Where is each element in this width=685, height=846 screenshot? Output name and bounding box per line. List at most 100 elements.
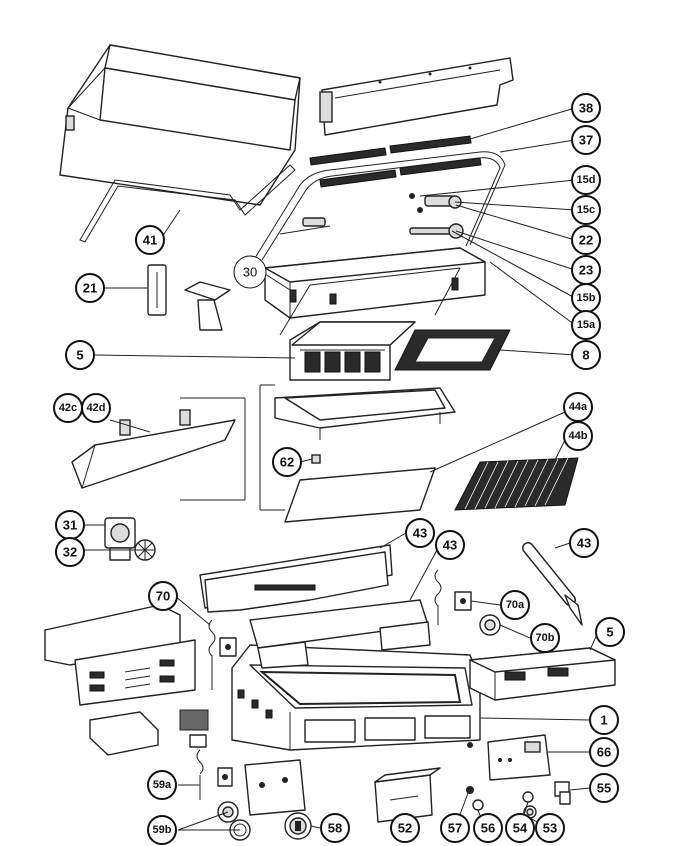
svg-text:52: 52 [398, 821, 412, 836]
svg-text:70a: 70a [506, 599, 525, 611]
svg-text:21: 21 [83, 281, 97, 296]
svg-text:31: 31 [63, 518, 77, 533]
callout-15a: 15a [571, 310, 601, 340]
svg-text:41: 41 [143, 233, 157, 248]
svg-text:32: 32 [63, 545, 77, 560]
callout-70b: 70b [530, 623, 560, 653]
callout-53: 53 [535, 813, 565, 843]
svg-text:59a: 59a [153, 779, 172, 791]
small-fittings [466, 781, 571, 819]
svg-text:56: 56 [481, 821, 495, 836]
svg-text:58: 58 [328, 821, 342, 836]
callout-54: 54 [505, 813, 535, 843]
svg-text:15a: 15a [577, 319, 596, 331]
callout-58: 58 [320, 813, 350, 843]
insulation-block-and-mesh [89, 709, 209, 756]
heat-shield-strips [309, 135, 482, 188]
hood-lid [59, 44, 301, 206]
callout-41: 41 [135, 225, 165, 255]
callout-15c: 15c [571, 195, 601, 225]
upper-center-bracket [249, 599, 431, 669]
svg-text:44b: 44b [569, 430, 588, 442]
svg-text:42c: 42c [59, 402, 77, 414]
svg-text:53: 53 [543, 821, 557, 836]
callout-43-right: 43 [569, 528, 599, 558]
svg-text:57: 57 [448, 821, 462, 836]
svg-text:22: 22 [579, 233, 593, 248]
callout-70a: 70a [500, 590, 530, 620]
callout-21: 21 [75, 273, 105, 303]
burner-control-parts [279, 193, 464, 239]
svg-text:66: 66 [597, 745, 611, 760]
svg-text:8: 8 [582, 348, 589, 363]
callout-66: 66 [589, 737, 619, 767]
callout-31: 31 [55, 510, 85, 540]
callout-52: 52 [390, 813, 420, 843]
callout-37: 37 [571, 125, 601, 155]
svg-text:15c: 15c [577, 204, 595, 216]
callout-59a: 59a [147, 770, 177, 800]
callout-42c: 42c [53, 393, 83, 423]
callout-32: 32 [55, 537, 85, 567]
burner-tray-upper [289, 321, 416, 381]
callout-57: 57 [440, 813, 470, 843]
callout-1: 1 [589, 705, 619, 735]
rotisserie-spit [522, 542, 583, 626]
side-plate [71, 384, 285, 511]
control-board-66 [487, 734, 551, 781]
svg-text:62: 62 [280, 455, 294, 470]
svg-text:38: 38 [579, 101, 593, 116]
handle-frame [254, 151, 506, 261]
bracket-and-igniter [147, 264, 231, 331]
callout-44b: 44b [563, 421, 593, 451]
motor-and-fan [104, 517, 156, 561]
callout-8: 8 [571, 340, 601, 370]
callout-5-upper: 5 [65, 340, 95, 370]
svg-text:5: 5 [76, 348, 83, 363]
callout-38: 38 [571, 93, 601, 123]
callout-15d: 15d [571, 165, 601, 195]
leader-lines [84, 107, 599, 831]
callout-44a: 44a [563, 392, 593, 422]
left-side-panels [44, 604, 196, 706]
svg-text:59b: 59b [153, 824, 172, 836]
temperature-controls-70 [208, 569, 501, 690]
svg-text:1: 1 [600, 713, 607, 728]
svg-text:15b: 15b [577, 292, 596, 304]
svg-text:44a: 44a [569, 401, 588, 413]
callout-42d: 42d [81, 393, 111, 423]
cooking-grate-upper [394, 329, 511, 371]
hood-gasket [79, 164, 296, 243]
control-plate-and-knob [244, 759, 312, 840]
callout-43-left: 43 [405, 518, 435, 548]
svg-text:5: 5 [606, 625, 613, 640]
svg-text:42d: 42d [87, 402, 106, 414]
burner-tray-lower [469, 647, 616, 701]
svg-text:15d: 15d [577, 174, 596, 186]
knobs-59b [217, 801, 251, 841]
flat-plate [284, 467, 436, 523]
svg-text:30: 30 [243, 265, 257, 280]
grill-grate [454, 457, 579, 511]
callout-59b: 59b [147, 815, 177, 845]
callout-22: 22 [571, 225, 601, 255]
callout-5-lower: 5 [595, 617, 625, 647]
callout-23: 23 [571, 255, 601, 285]
callout-43-center: 43 [435, 530, 465, 560]
callout-70: 70 [148, 581, 178, 611]
svg-text:37: 37 [579, 133, 593, 148]
svg-text:70b: 70b [536, 632, 555, 644]
svg-text:43: 43 [413, 526, 427, 541]
callout-30: 30 [233, 255, 267, 289]
callout-62: 62 [272, 447, 302, 477]
drawer-52 [374, 767, 441, 823]
rear-panels [199, 544, 393, 613]
thermostat-59a [189, 734, 233, 800]
callout-56: 56 [473, 813, 503, 843]
svg-text:43: 43 [443, 538, 457, 553]
drip-tray-frame [274, 387, 456, 464]
firebox [264, 247, 486, 336]
main-grill-body [231, 644, 481, 751]
svg-text:70: 70 [156, 589, 170, 604]
